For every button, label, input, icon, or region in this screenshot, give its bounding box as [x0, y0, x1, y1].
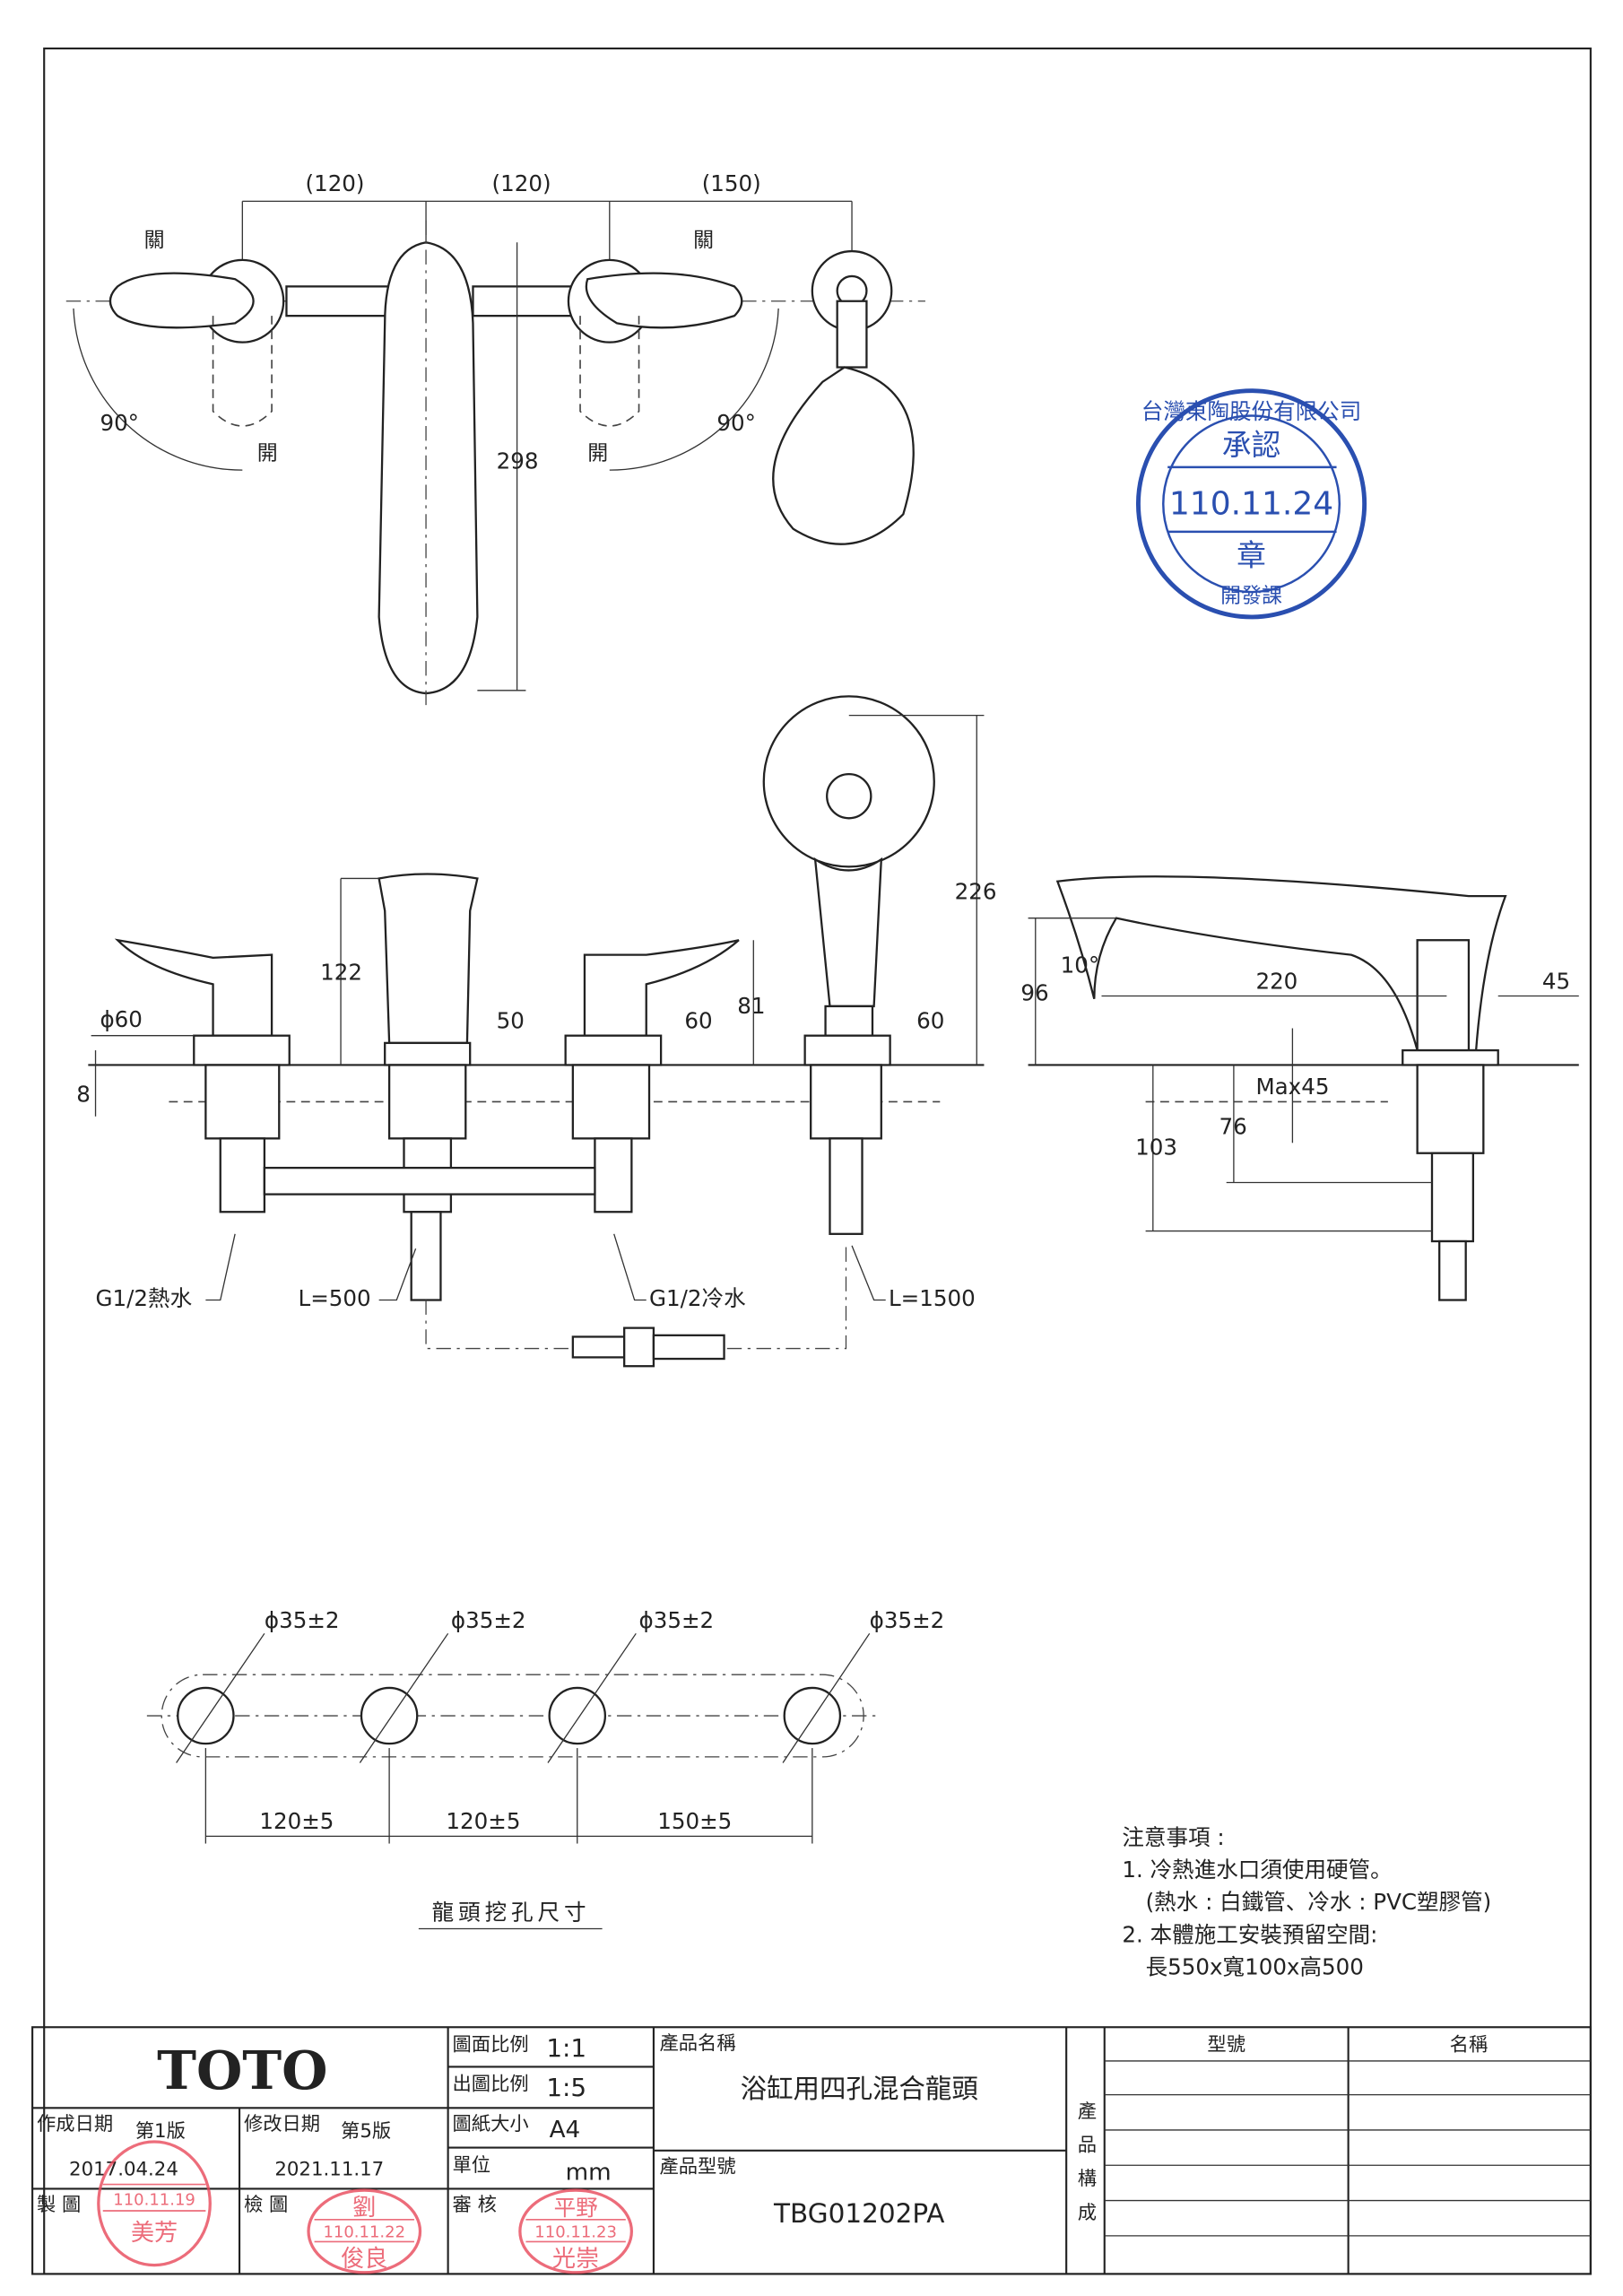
dim-45: 45	[1542, 968, 1570, 994]
stamp-approved-surname: 平野	[554, 2195, 598, 2221]
note-line-2: (熱水 : 白鐵管、冷水 : PVC塑膠管)	[1146, 1889, 1492, 1915]
unit-label: 單位	[453, 2154, 491, 2177]
approval-stamp: 台灣東陶股份有限公司 承認 110.11.24 章 開發課	[1135, 388, 1367, 620]
dim-96: 96	[1020, 979, 1048, 1005]
dim-50: 50	[497, 1008, 525, 1034]
stamp-drawn-date: 110.11.19	[113, 2190, 195, 2209]
scale-value: 1:1	[546, 2033, 586, 2063]
stamp-approved: 承認	[1222, 429, 1281, 463]
dim-phi60: ϕ60	[100, 1006, 142, 1032]
label-hose-500: L=500	[299, 1285, 371, 1311]
hole-label-1: ϕ35±2	[265, 1607, 340, 1633]
paper-size-value: A4	[550, 2117, 581, 2144]
stamp-company: 台灣東陶股份有限公司	[1141, 398, 1361, 424]
dim-10deg: 10°	[1061, 952, 1100, 978]
stamp-approved: 平野 110.11.23 光崇	[518, 2188, 633, 2274]
dim-226: 226	[955, 878, 997, 904]
dim-60-a: 60	[684, 1008, 712, 1034]
label-open-left: 開	[257, 442, 278, 465]
created-version: 第1版	[135, 2120, 186, 2143]
composition-label: 產品構成	[1074, 2100, 1097, 2236]
hole-pattern-title: 龍頭挖孔尺寸	[432, 1900, 591, 1926]
hole-label-3: ϕ35±2	[639, 1607, 715, 1633]
checked-label: 檢 圖	[244, 2194, 288, 2216]
note-line-3: 2. 本體施工安裝預留空間:	[1122, 1921, 1377, 1947]
label-cold-inlet: G1/2冷水	[649, 1285, 746, 1311]
hole-label-2: ϕ35±2	[451, 1607, 526, 1633]
hole-label-4: ϕ35±2	[870, 1607, 945, 1633]
stamp-approved-name: 光崇	[552, 2246, 599, 2273]
spacing-3: 150±5	[657, 1808, 732, 1834]
product-name-label: 產品名稱	[659, 2032, 735, 2055]
approved-label: 審 核	[453, 2194, 497, 2216]
dim-max45: Max45	[1255, 1074, 1329, 1100]
top-view: (120) (120) (150) 關 關 開 開 90° 90° 298	[65, 170, 925, 706]
print-scale-value: 1:5	[546, 2073, 586, 2102]
front-view: 122 50 60 60 81 226 ϕ60 8 G1/2熱水 L=500 G…	[76, 695, 997, 1368]
title-block: TOTO 作成日期 第1版 2017.04.24 修改日期 第5版 2021.1…	[31, 2026, 1592, 2275]
notes: 注意事項 : 1. 冷熱進水口須使用硬管。 (熱水 : 白鐵管、冷水 : PVC…	[1122, 1824, 1491, 1979]
product-model-label: 產品型號	[659, 2155, 735, 2178]
product-model: TBG01202PA	[773, 2198, 944, 2229]
dim-top-3: (150)	[702, 170, 761, 196]
dim-76: 76	[1219, 1113, 1247, 1139]
stamp-drawn: 110.11.19 美芳	[97, 2140, 212, 2267]
hole-pattern: ϕ35±2 ϕ35±2 ϕ35±2 ϕ35±2 120±5 120±5 150±…	[146, 1607, 945, 1930]
stamp-approved-date: 110.11.23	[534, 2222, 617, 2241]
scale-label: 圖面比例	[453, 2033, 529, 2056]
stamp-checked-name: 俊良	[341, 2246, 387, 2273]
modified-version: 第5版	[341, 2120, 391, 2143]
dim-103: 103	[1135, 1134, 1177, 1160]
spacing-2: 120±5	[446, 1808, 520, 1834]
column-name: 名稱	[1450, 2033, 1488, 2056]
stamp-seal: 章	[1237, 539, 1266, 573]
angle-left: 90°	[100, 410, 139, 436]
unit-value: mm	[566, 2160, 612, 2187]
dim-top-1: (120)	[306, 170, 365, 196]
dim-122: 122	[320, 959, 362, 985]
label-hot-inlet: G1/2熱水	[96, 1285, 193, 1311]
print-scale-label: 出圖比例	[453, 2074, 529, 2096]
dim-top-2: (120)	[492, 170, 551, 196]
toto-logo: TOTO	[157, 2039, 327, 2101]
paper-size-label: 圖紙大小	[453, 2113, 529, 2135]
note-line-4: 長550x寬100x高500	[1146, 1953, 1364, 1979]
dim-spout-length: 298	[497, 448, 539, 474]
stamp-checked-date: 110.11.22	[323, 2222, 405, 2241]
dim-60-b: 60	[916, 1008, 944, 1034]
dim-8: 8	[76, 1081, 91, 1107]
created-label: 作成日期	[37, 2113, 113, 2135]
angle-right: 90°	[716, 410, 756, 436]
dim-81: 81	[737, 993, 765, 1019]
created-date: 2017.04.24	[69, 2159, 178, 2181]
stamp-dept: 開發課	[1220, 585, 1282, 608]
stamp-checked-surname: 劉	[352, 2195, 376, 2222]
product-name: 浴缸用四孔混合龍頭	[741, 2074, 978, 2104]
dim-220: 220	[1255, 968, 1298, 994]
side-view: 96 10° 220 45 Max45 76 103	[1020, 875, 1579, 1301]
note-line-1: 1. 冷熱進水口須使用硬管。	[1122, 1857, 1392, 1883]
drawn-label: 製 圖	[37, 2194, 81, 2216]
spacing-1: 120±5	[259, 1808, 334, 1834]
notes-title: 注意事項 :	[1122, 1824, 1224, 1850]
label-open-right: 開	[587, 442, 608, 465]
stamp-checked: 劉 110.11.22 俊良	[307, 2188, 422, 2274]
column-model: 型號	[1207, 2033, 1245, 2056]
stamp-date: 110.11.24	[1169, 485, 1333, 522]
label-closed-left: 關	[144, 229, 165, 252]
stamp-drawn-name: 美芳	[131, 2220, 178, 2247]
modified-label: 修改日期	[244, 2113, 320, 2135]
label-hose-1500: L=1500	[889, 1285, 976, 1311]
modified-date: 2021.11.17	[274, 2159, 384, 2181]
label-closed-right: 關	[693, 229, 714, 252]
